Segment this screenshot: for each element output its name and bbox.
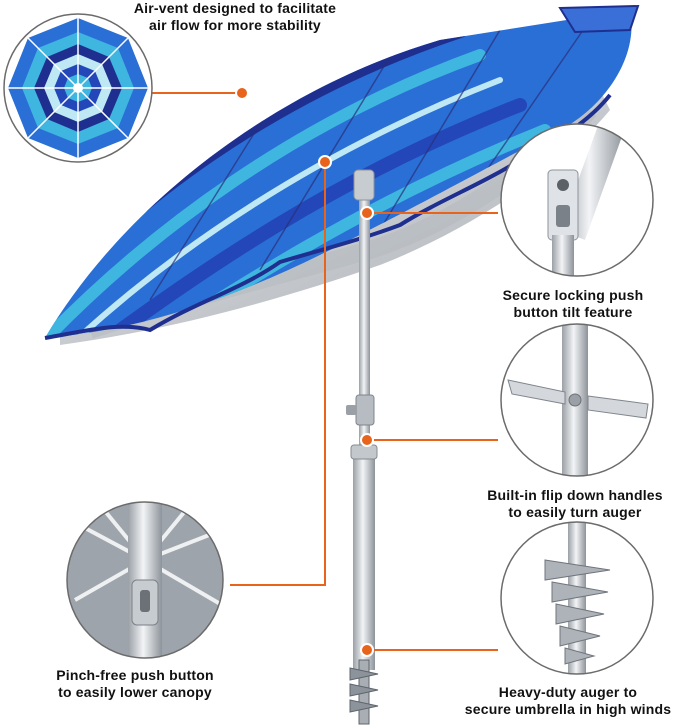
caption-air-vent: Air-vent designed to facilitate air flow… (110, 0, 360, 34)
inset-tilt (501, 124, 653, 276)
upper-pole (359, 180, 370, 470)
callout-lines (150, 92, 498, 651)
caption-air-vent-line1: Air-vent designed to facilitate (133, 0, 337, 16)
caption-tilt-line1: Secure locking push (502, 287, 644, 303)
caption-auger: Heavy-duty auger to secure umbrella in h… (458, 684, 678, 718)
inset-pinch (67, 502, 223, 658)
caption-pinch-line2: to easily lower canopy (58, 684, 212, 700)
caption-tilt: Secure locking push button tilt feature (478, 287, 668, 321)
caption-auger-line2: secure umbrella in high winds (464, 701, 672, 717)
inset-top-view (4, 14, 152, 162)
callout-dot-vent (235, 86, 249, 100)
caption-tilt-line2: button tilt feature (513, 304, 633, 320)
hub (353, 169, 375, 201)
inset-auger (501, 522, 653, 674)
caption-air-vent-line2: air flow for more stability (149, 17, 321, 33)
inset-handles (501, 324, 653, 476)
lower-pole (353, 450, 375, 670)
caption-handles-line2: to easily turn auger (508, 504, 642, 520)
callout-dot-handles (360, 433, 374, 447)
caption-pinch-line1: Pinch-free push button (56, 667, 214, 683)
tilt-joint (355, 394, 375, 426)
callout-dot-pinch (318, 155, 332, 169)
caption-auger-line1: Heavy-duty auger to (498, 684, 638, 700)
caption-handles-line1: Built-in flip down handles (487, 487, 663, 503)
small-auger (349, 659, 379, 725)
callout-dot-auger (360, 643, 374, 657)
caption-handles: Built-in flip down handles to easily tur… (470, 487, 679, 521)
caption-pinch: Pinch-free push button to easily lower c… (40, 667, 230, 701)
callout-dot-tilt (360, 206, 374, 220)
